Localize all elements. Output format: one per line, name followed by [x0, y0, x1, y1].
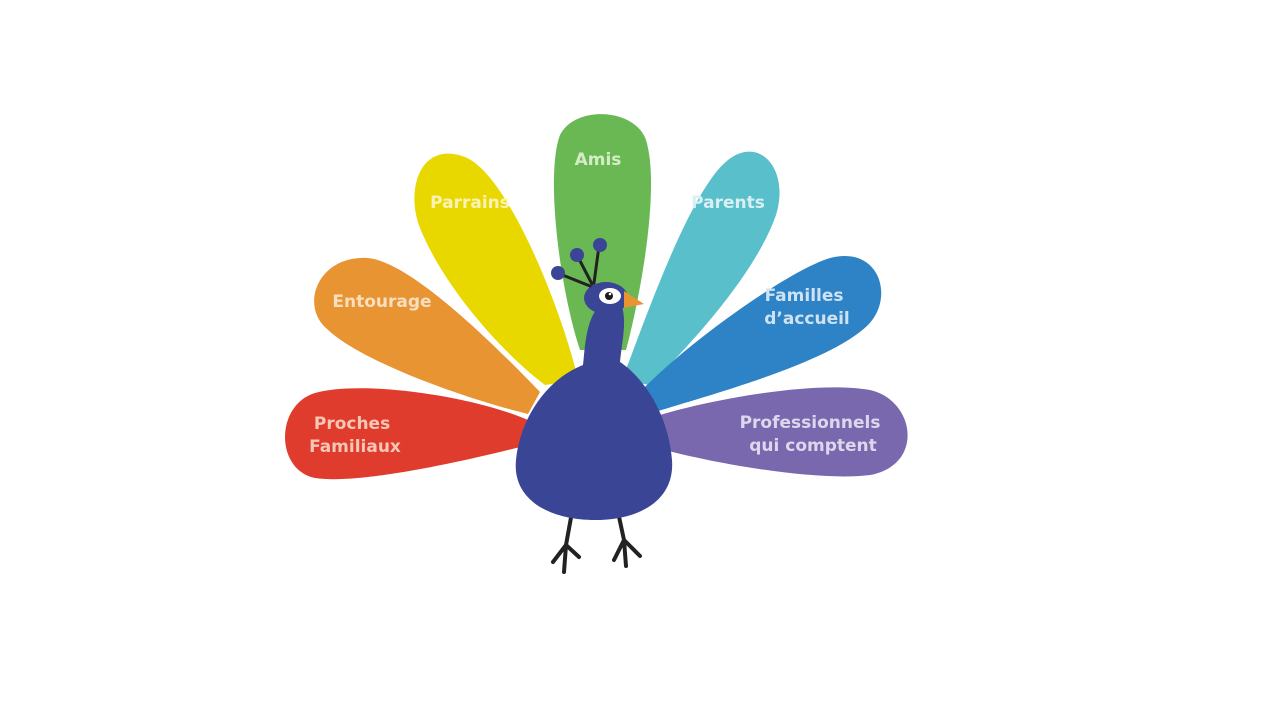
left-leg	[551, 510, 581, 574]
label-parents: Parents	[691, 193, 765, 213]
feather-shape-amis	[553, 114, 652, 351]
peacock	[515, 238, 673, 574]
label-familles: Familles d’accueil	[764, 286, 850, 329]
label-entourage: Entourage	[332, 292, 431, 312]
feather-parrains	[414, 153, 578, 385]
label-professionnels: Professionnels qui comptent	[740, 413, 887, 456]
crest-stem-2	[576, 255, 594, 286]
crest-ball-3	[593, 238, 607, 252]
feather-shape-proches	[285, 388, 528, 480]
peacock-body	[515, 300, 673, 520]
feather-proches	[285, 388, 528, 480]
feather-amis	[553, 114, 652, 351]
feather-shape-entourage	[314, 257, 540, 414]
feather-shape-professionnels	[650, 387, 908, 477]
feather-shape-parents	[622, 151, 780, 385]
crest-ball-2	[570, 248, 584, 262]
right-leg	[612, 510, 642, 568]
feather-professionnels	[650, 387, 908, 477]
feather-parents	[622, 151, 780, 385]
feather-entourage	[314, 257, 540, 414]
feather-familles	[640, 255, 882, 412]
label-proches: Proches Familiaux	[309, 414, 401, 457]
peacock-legs	[551, 510, 642, 574]
label-amis: Amis	[575, 150, 622, 170]
eye-highlight	[608, 292, 612, 296]
peacock-crest	[558, 244, 601, 288]
peacock-beak	[624, 291, 644, 308]
crest-stem-3	[592, 244, 601, 285]
crest-stem-1	[558, 272, 592, 288]
feather-shape-familles	[640, 255, 882, 412]
label-parrains: Parrains	[430, 193, 510, 213]
feather-shape-parrains	[414, 153, 578, 385]
crest-ball-1	[551, 266, 565, 280]
